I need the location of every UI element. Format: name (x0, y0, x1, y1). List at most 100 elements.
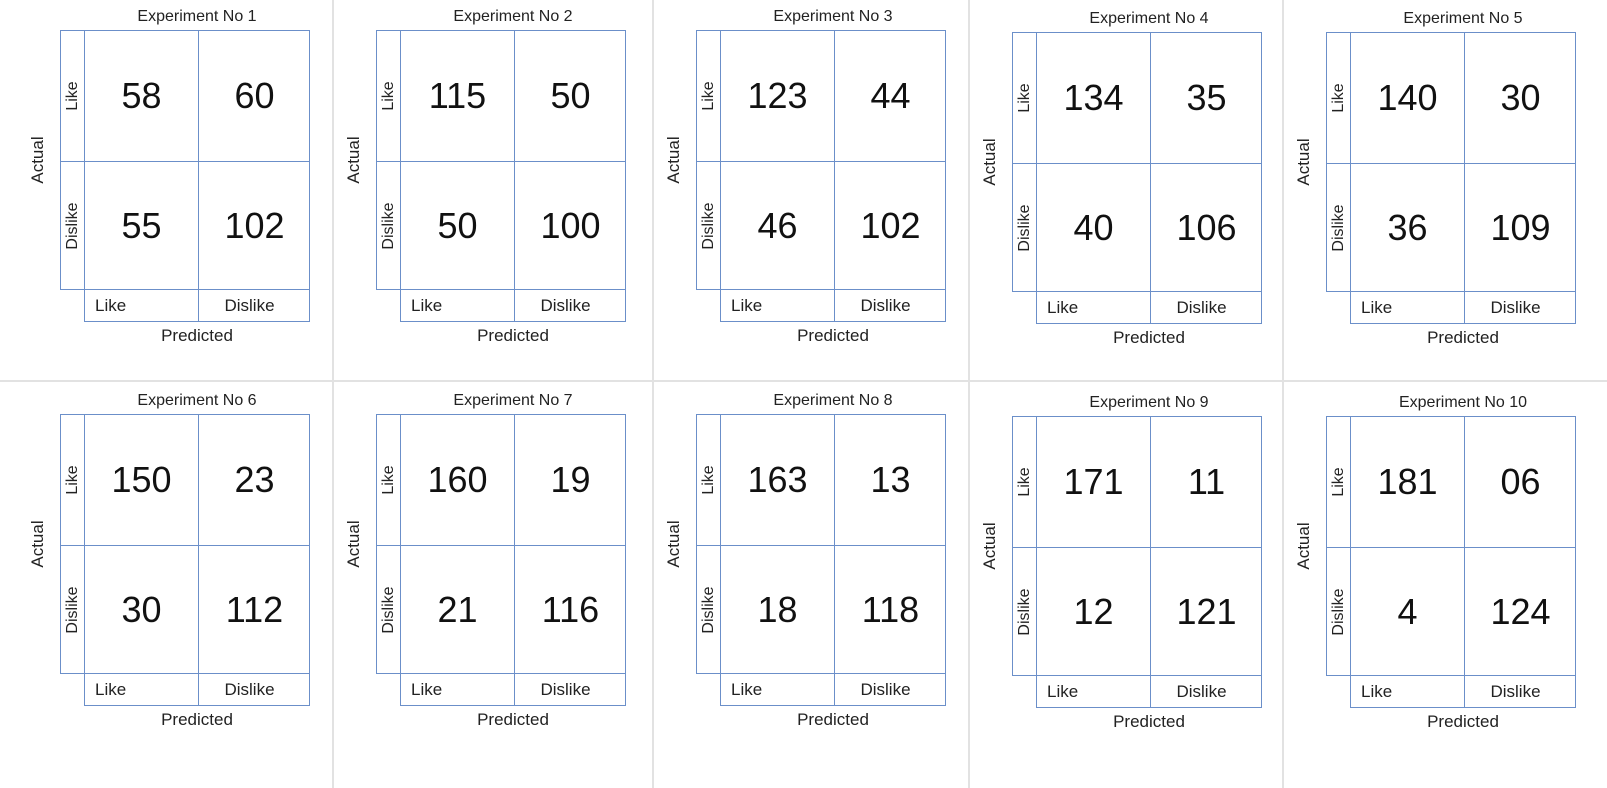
row-label-like: Like (1013, 33, 1037, 163)
predicted-axis-label: Predicted (1427, 328, 1499, 347)
matrix-vertical-divider (514, 31, 515, 289)
column-label-like: Like (1047, 298, 1079, 317)
row-strip-divider (1327, 547, 1350, 548)
cell-like-like: 123 (747, 75, 808, 116)
column-strip-divider (834, 290, 835, 321)
column-strip-divider (1150, 676, 1151, 707)
cell-like-like: 150 (111, 459, 172, 500)
column-strip-divider (1464, 676, 1465, 707)
actual-axis-text: Actual (1294, 138, 1313, 186)
row-label-like-text: Like (380, 465, 397, 495)
column-strip-divider (1150, 292, 1151, 323)
predicted-axis-label: Predicted (797, 710, 869, 729)
row-label-dislike-text: Dislike (380, 586, 397, 634)
experiment-title: Experiment No 6 (137, 392, 257, 409)
matrix-vertical-divider (1464, 417, 1465, 675)
column-strip-divider (834, 674, 835, 705)
cell-like-like: 58 (121, 75, 162, 116)
cell-dislike-like: 30 (121, 589, 162, 630)
actual-axis-text: Actual (1294, 522, 1313, 570)
row-label-like: Like (61, 31, 85, 161)
column-strip-divider (198, 290, 199, 321)
row-label-like-text: Like (380, 81, 397, 111)
cell-like-dislike: 44 (870, 75, 911, 116)
column-label-dislike: Dislike (1490, 298, 1541, 317)
cell-dislike-like: 55 (121, 205, 162, 246)
cell-dislike-dislike: 121 (1176, 591, 1237, 632)
cell-like-dislike: 23 (234, 459, 275, 500)
matrix-horizontal-divider (85, 545, 309, 546)
actual-axis-text: Actual (28, 520, 47, 568)
row-label-dislike: Dislike (697, 545, 721, 675)
row-label-like-text: Like (64, 81, 81, 111)
predicted-axis-label: Predicted (1113, 328, 1185, 347)
actual-axis-text: Actual (344, 136, 363, 184)
experiment-title: Experiment No 4 (1089, 10, 1209, 27)
predicted-axis-label: Predicted (1427, 712, 1499, 731)
predicted-axis-label: Predicted (1113, 712, 1185, 731)
cell-dislike-like: 12 (1073, 591, 1114, 632)
cell-dislike-dislike: 118 (861, 589, 920, 630)
row-label-dislike-text: Dislike (700, 202, 717, 250)
column-label-like: Like (411, 296, 443, 315)
row-label-dislike: Dislike (1013, 547, 1037, 677)
column-label-dislike: Dislike (540, 680, 591, 699)
experiment-title: Experiment No 3 (773, 8, 893, 25)
experiment-title: Experiment No 2 (453, 8, 573, 25)
row-label-dislike: Dislike (1013, 163, 1037, 293)
column-strip-divider (514, 290, 515, 321)
cell-like-like: 171 (1063, 461, 1124, 502)
matrix-horizontal-divider (1037, 163, 1261, 164)
cell-like-dislike: 06 (1500, 461, 1541, 502)
predicted-axis-label: Predicted (161, 326, 233, 345)
row-label-like: Like (697, 415, 721, 545)
row-label-dislike-text: Dislike (1016, 204, 1033, 252)
column-label-strip: Like Dislike (1036, 292, 1262, 324)
row-label-dislike-text: Dislike (380, 202, 397, 250)
cell-like-dislike: 13 (870, 459, 911, 500)
column-label-dislike: Dislike (224, 296, 275, 315)
row-strip-divider (61, 161, 84, 162)
column-label-dislike: Dislike (1176, 298, 1227, 317)
matrix-vertical-divider (514, 415, 515, 673)
matrix-vertical-divider (1150, 33, 1151, 291)
cell-like-dislike: 60 (234, 75, 275, 116)
column-label-like: Like (731, 296, 763, 315)
cell-dislike-like: 46 (757, 205, 798, 246)
predicted-axis-label: Predicted (797, 326, 869, 345)
actual-axis-text: Actual (980, 522, 999, 570)
matrix-horizontal-divider (721, 161, 945, 162)
matrix-horizontal-divider (1351, 547, 1575, 548)
row-label-like-text: Like (64, 465, 81, 495)
row-label-dislike: Dislike (697, 161, 721, 291)
matrix-horizontal-divider (401, 545, 625, 546)
cell-like-like: 181 (1377, 461, 1438, 502)
row-label-dislike-text: Dislike (64, 202, 81, 250)
row-separator (0, 380, 1607, 382)
row-label-dislike-text: Dislike (64, 586, 81, 634)
cell-like-dislike: 30 (1500, 77, 1541, 118)
experiment-title: Experiment No 7 (453, 392, 573, 409)
row-label-like: Like (1327, 33, 1351, 163)
experiment-title: Experiment No 1 (137, 8, 257, 25)
